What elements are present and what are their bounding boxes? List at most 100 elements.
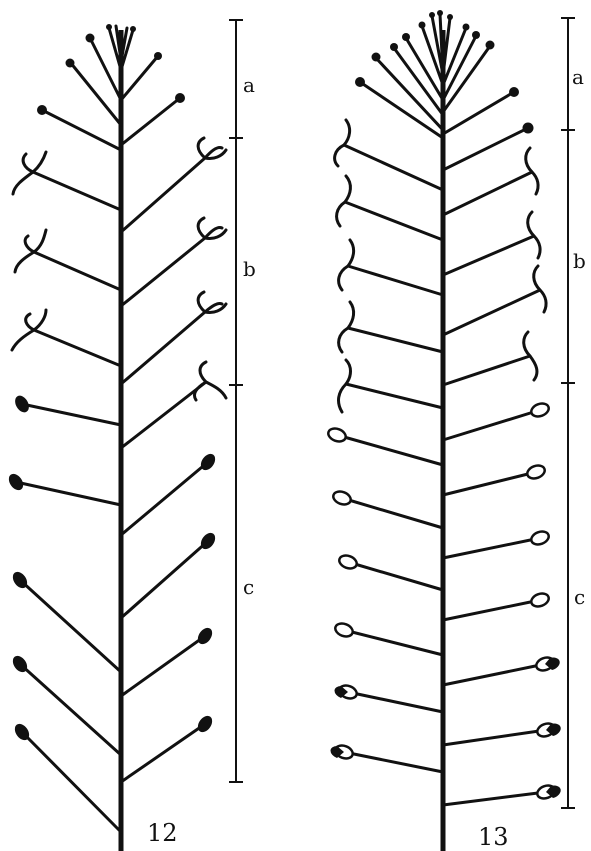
flower-branch xyxy=(34,252,121,290)
flower-symbol xyxy=(337,176,351,226)
figure-13-label-a: a xyxy=(572,65,584,89)
flower-branch xyxy=(121,312,205,384)
flower-symbol xyxy=(13,152,46,194)
bud-dot xyxy=(130,26,136,32)
fruit-branch xyxy=(443,410,540,440)
flower-branch xyxy=(443,236,534,275)
bud-dot xyxy=(472,31,480,39)
bud-branch xyxy=(70,62,121,125)
flower-branch xyxy=(346,384,443,408)
bud-dot xyxy=(402,33,410,41)
bud-dot xyxy=(447,14,453,20)
bud-dot xyxy=(106,24,112,30)
fruit-branch xyxy=(342,498,443,528)
bud-dot xyxy=(486,41,495,50)
flower-branch xyxy=(344,145,443,190)
flower-branch xyxy=(121,158,205,232)
flower-symbol xyxy=(526,148,538,194)
flower-branch xyxy=(33,172,121,210)
bud-dot xyxy=(66,59,75,68)
fruit-branch xyxy=(443,472,536,495)
fruit-pod xyxy=(326,426,347,443)
fruit-branch xyxy=(22,404,121,425)
fruit-branch xyxy=(348,562,443,590)
flower-symbol xyxy=(198,138,226,159)
bud-branch xyxy=(121,98,180,145)
flower-branch xyxy=(345,202,443,240)
fruit-pod xyxy=(333,621,354,638)
fruit-pod xyxy=(331,489,352,506)
flower-symbol xyxy=(15,230,46,272)
bud-dot xyxy=(429,12,435,18)
fruit-branch xyxy=(121,724,205,782)
flower-symbol xyxy=(528,212,540,258)
figure-13-segment-bracket xyxy=(561,18,575,808)
bud-dot xyxy=(86,34,95,43)
fruit-pod xyxy=(529,591,550,608)
figure-12-label-b: b xyxy=(243,257,256,281)
flower-symbol xyxy=(339,302,354,352)
figure-13-label-c: c xyxy=(574,585,585,609)
bud-dot xyxy=(37,105,47,115)
fruit-pod xyxy=(195,713,215,735)
bud-dot xyxy=(523,123,534,134)
bud-dot xyxy=(355,77,365,87)
bud-dot xyxy=(437,10,443,16)
flower-symbol xyxy=(534,266,546,312)
flower-symbol xyxy=(198,218,226,239)
fruit-pod xyxy=(525,463,546,480)
figure-12-zone-c-fruits xyxy=(6,393,218,832)
fruit-branch xyxy=(337,435,443,465)
fruit-branch xyxy=(443,600,540,620)
figure-13-zone-b-flowers xyxy=(335,120,546,412)
fruit-branch xyxy=(344,752,443,772)
bud-dot xyxy=(372,53,381,62)
bud-branch xyxy=(121,56,158,100)
figure-13: a b c 13 xyxy=(326,10,585,851)
flower-branch xyxy=(443,290,540,335)
fruit-branch xyxy=(121,462,208,535)
flower-branch xyxy=(348,328,443,352)
fruit-branch xyxy=(121,636,205,696)
fruit-pod xyxy=(195,625,215,647)
fruit-pod xyxy=(6,471,26,493)
fruit-branch xyxy=(121,541,208,618)
figure-12-label-c: c xyxy=(243,575,254,599)
flower-branch xyxy=(443,356,530,385)
flower-branch xyxy=(121,382,206,448)
flower-branch xyxy=(121,238,205,306)
fruit-pod xyxy=(337,553,358,570)
figure-13-number: 13 xyxy=(478,823,509,851)
figure-12-label-a: a xyxy=(243,73,255,97)
flower-symbol xyxy=(335,120,350,166)
flower-symbol xyxy=(339,240,354,290)
fruit-branch xyxy=(16,482,121,505)
bud-dot xyxy=(175,93,185,103)
fruit-branch xyxy=(443,730,546,745)
figure-12: a b c 12 xyxy=(6,20,256,851)
fruit-branch xyxy=(20,580,121,672)
flower-symbol xyxy=(194,362,226,400)
bud-dot xyxy=(154,52,162,60)
fruit-branch xyxy=(348,692,443,712)
fruit-pod xyxy=(529,529,550,546)
bud-branch xyxy=(360,82,443,138)
flower-branch xyxy=(34,330,121,366)
flower-symbol xyxy=(198,292,226,313)
bud-branch xyxy=(42,110,121,150)
bud-dot xyxy=(419,22,426,29)
figure-13-label-b: b xyxy=(573,249,586,273)
figure-12-number: 12 xyxy=(147,819,178,847)
bud-dot xyxy=(390,43,398,51)
flower-symbol xyxy=(12,310,46,350)
fruit-branch xyxy=(443,664,545,685)
fruit-branch xyxy=(22,732,121,832)
bud-dot xyxy=(463,24,470,31)
flower-branch xyxy=(443,172,532,215)
fruit-branch xyxy=(344,630,443,655)
bud-dot xyxy=(509,87,519,97)
bud-branch xyxy=(443,128,528,170)
fruit-pod xyxy=(529,401,550,418)
figure-12-zone-a-buds xyxy=(37,24,185,150)
fruit-branch xyxy=(443,792,546,805)
